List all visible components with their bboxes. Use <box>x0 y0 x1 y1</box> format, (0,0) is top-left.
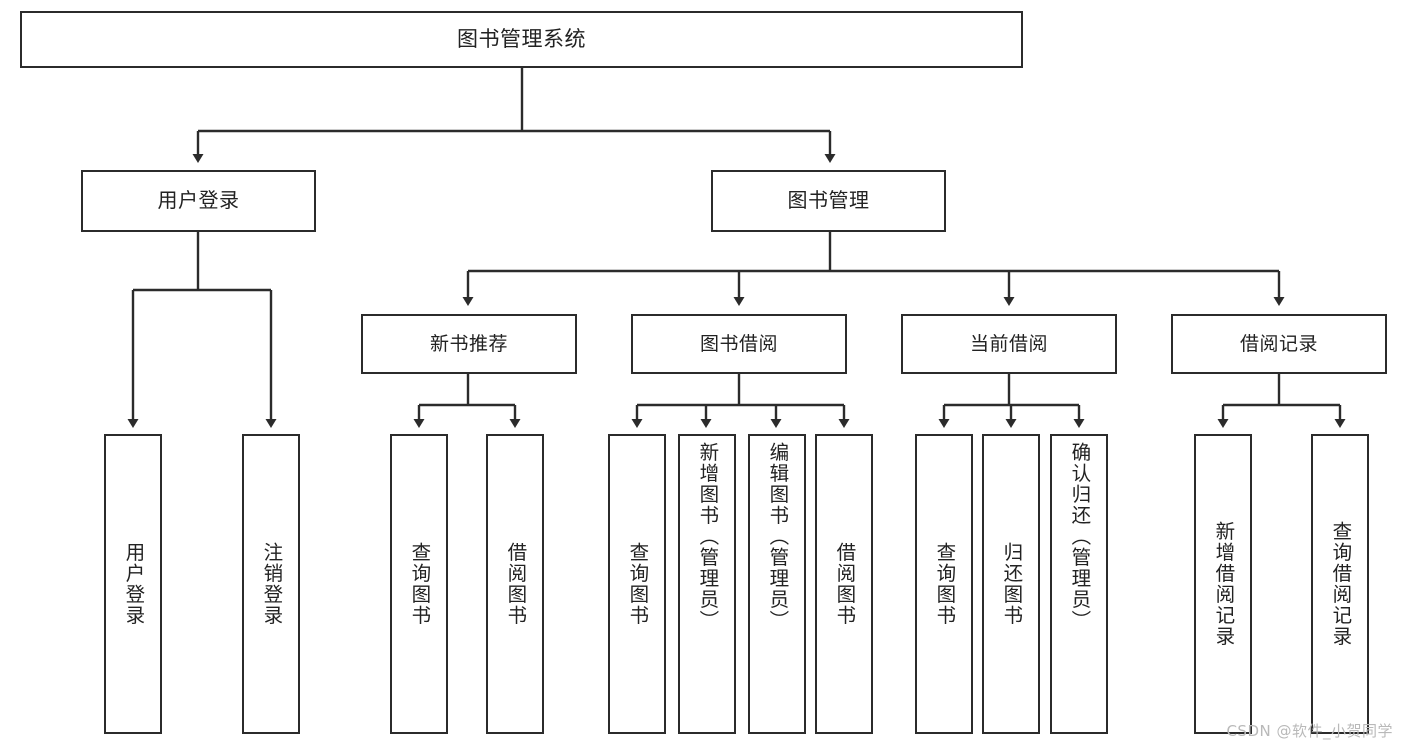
node-leaf-confirm-return[interactable]: 确认归还（管理员） <box>1050 434 1108 734</box>
node-leaf-logout-login[interactable]: 注销登录 <box>242 434 300 734</box>
node-leaf-add-book[interactable]: 新增图书（管理员） <box>678 434 736 734</box>
node-user-login-label: 用户登录 <box>157 188 240 213</box>
node-leaf-return-book[interactable]: 归还图书 <box>982 434 1040 734</box>
node-new-book-recommend-label: 新书推荐 <box>429 332 508 355</box>
node-root-label: 图书管理系统 <box>457 27 586 52</box>
node-leaf-confirm-return-label: 确认归还（管理员） <box>1067 442 1091 631</box>
node-borrow-record-label: 借阅记录 <box>1239 332 1318 355</box>
node-book-borrow-label: 图书借阅 <box>699 332 778 355</box>
node-book-borrow[interactable]: 图书借阅 <box>631 314 847 374</box>
node-leaf-query-book-1[interactable]: 查询图书 <box>390 434 448 734</box>
node-leaf-query-book-3[interactable]: 查询图书 <box>915 434 973 734</box>
node-leaf-logout-login-label: 注销登录 <box>259 542 283 626</box>
node-borrow-record[interactable]: 借阅记录 <box>1171 314 1387 374</box>
node-leaf-user-login-label: 用户登录 <box>121 542 145 626</box>
node-current-borrow[interactable]: 当前借阅 <box>901 314 1117 374</box>
node-leaf-query-book-1-label: 查询图书 <box>407 542 431 626</box>
node-leaf-edit-book-label: 编辑图书（管理员） <box>765 442 789 631</box>
csdn-watermark: CSDN @软件_小贺同学 <box>1226 722 1393 740</box>
node-leaf-borrow-book-1[interactable]: 借阅图书 <box>486 434 544 734</box>
node-leaf-query-book-2-label: 查询图书 <box>625 542 649 626</box>
node-user-login[interactable]: 用户登录 <box>81 170 316 232</box>
node-leaf-add-record-label: 新增借阅记录 <box>1211 521 1235 647</box>
node-leaf-query-record[interactable]: 查询借阅记录 <box>1311 434 1369 734</box>
node-leaf-add-book-label: 新增图书（管理员） <box>695 442 719 631</box>
node-leaf-add-record[interactable]: 新增借阅记录 <box>1194 434 1252 734</box>
node-new-book-recommend[interactable]: 新书推荐 <box>361 314 577 374</box>
node-book-manage-label: 图书管理 <box>787 188 870 213</box>
node-leaf-user-login[interactable]: 用户登录 <box>104 434 162 734</box>
node-leaf-query-record-label: 查询借阅记录 <box>1328 521 1352 647</box>
node-leaf-return-book-label: 归还图书 <box>999 542 1023 626</box>
node-leaf-borrow-book-1-label: 借阅图书 <box>503 542 527 626</box>
node-leaf-query-book-3-label: 查询图书 <box>932 542 956 626</box>
node-current-borrow-label: 当前借阅 <box>969 332 1048 355</box>
node-leaf-query-book-2[interactable]: 查询图书 <box>608 434 666 734</box>
node-leaf-borrow-book-2[interactable]: 借阅图书 <box>815 434 873 734</box>
node-book-manage[interactable]: 图书管理 <box>711 170 946 232</box>
node-root[interactable]: 图书管理系统 <box>20 11 1023 68</box>
node-leaf-edit-book[interactable]: 编辑图书（管理员） <box>748 434 806 734</box>
node-leaf-borrow-book-2-label: 借阅图书 <box>832 542 856 626</box>
